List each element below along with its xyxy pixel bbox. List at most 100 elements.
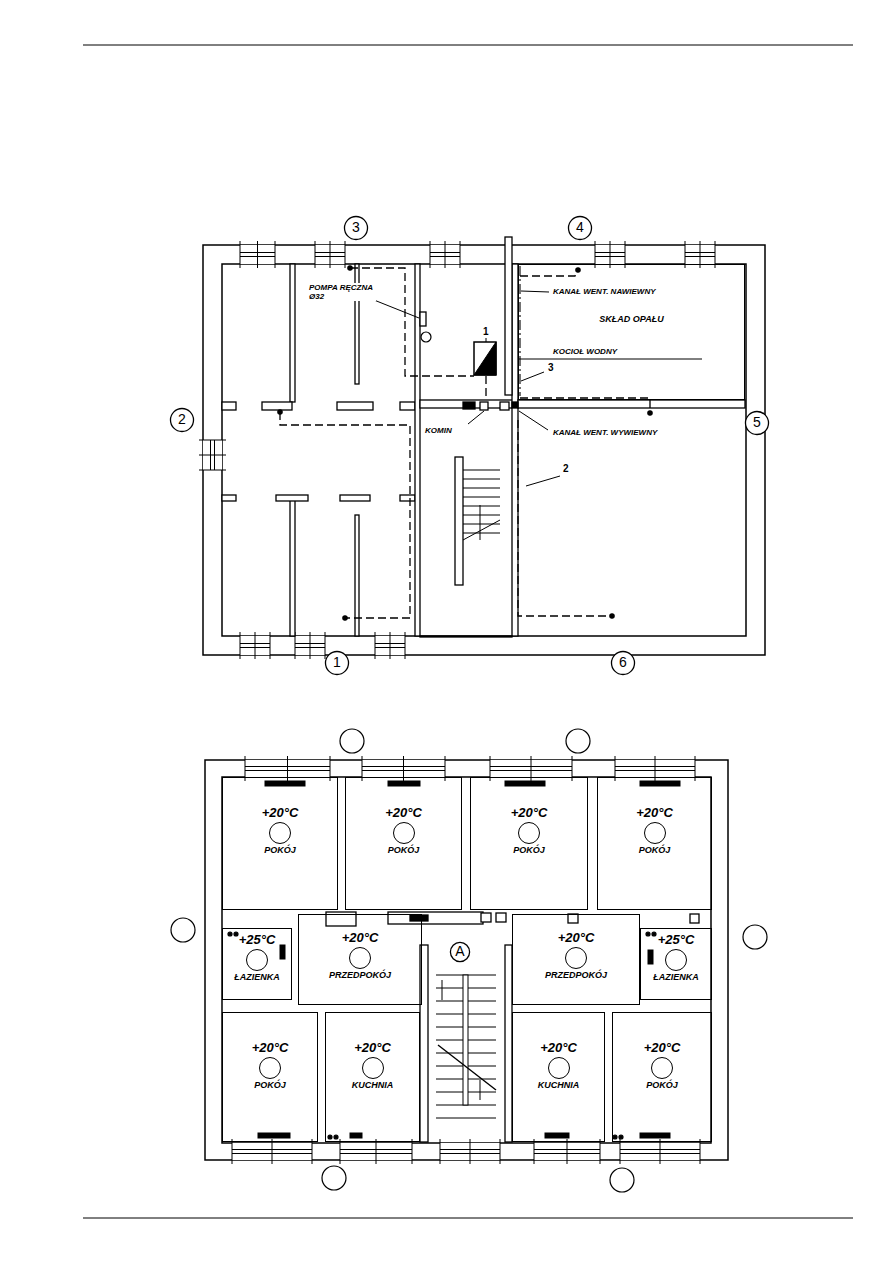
radiator	[640, 1133, 670, 1138]
room: +25°CŁAZIENKA	[222, 928, 292, 1000]
page-rule	[83, 1218, 853, 1219]
axis-circle: 5	[745, 411, 769, 435]
room: +20°CPRZEDPOKÓJ	[512, 914, 640, 1005]
riser-dot	[613, 1135, 617, 1139]
axis-circle: 2	[170, 408, 194, 432]
chimney-flue	[496, 913, 506, 922]
riser-dot	[334, 1135, 338, 1139]
axis-circle	[340, 729, 364, 753]
stair-arrow	[442, 980, 443, 1000]
stair-tread	[463, 488, 500, 489]
room: +20°CPOKÓJ	[222, 1012, 318, 1142]
temperature-label: +20°C	[262, 806, 299, 820]
leader-line	[468, 411, 484, 424]
part-label: KANAŁ WENT. NAWIEWNY	[552, 287, 657, 296]
window-jamb	[534, 1139, 535, 1164]
room: +25°CŁAZIENKA	[640, 928, 712, 1000]
window-jamb	[412, 1139, 413, 1164]
temperature-label: +20°C	[354, 1041, 391, 1055]
room-marker-circle	[651, 1057, 673, 1079]
window-jamb	[240, 241, 241, 268]
interior-wall	[400, 495, 415, 501]
temperature-label: +20°C	[342, 931, 379, 945]
room-marker-circle	[269, 822, 291, 844]
room-marker-circle	[518, 822, 540, 844]
stair-divider	[463, 975, 468, 1105]
interior-wall	[518, 400, 745, 408]
callout-number: 3	[352, 220, 360, 235]
room-marker-circle	[362, 1057, 384, 1079]
axis-circle: A	[450, 942, 470, 962]
room: +20°CPOKÓJ	[597, 777, 712, 910]
callout-number: 2	[178, 412, 186, 427]
room-name: PRZEDPOKÓJ	[329, 971, 391, 981]
interior-wall	[415, 264, 420, 636]
window-mullion	[390, 632, 391, 659]
vent-flue	[690, 914, 699, 923]
riser-dot	[228, 932, 232, 936]
vent-flue	[568, 914, 578, 923]
pipe-end	[348, 266, 352, 270]
riser-dot	[234, 932, 238, 936]
room: SKŁAD OPAŁU	[518, 264, 745, 400]
window-mullion	[445, 241, 446, 268]
stair-tread	[463, 497, 500, 498]
interior-wall	[262, 402, 292, 410]
window-jamb	[270, 632, 271, 659]
axis-circle	[743, 925, 767, 949]
stair-break	[463, 520, 500, 540]
axis-circle: 4	[568, 216, 592, 240]
window-mullion	[330, 241, 331, 268]
stair-arrow	[480, 505, 481, 540]
outer-wall	[205, 760, 728, 1160]
room-marker-circle	[246, 949, 268, 971]
stair-tread	[463, 524, 500, 525]
vent-line	[519, 266, 520, 396]
window-jamb	[430, 241, 431, 268]
window-mullion	[272, 1139, 273, 1164]
interior-wall	[355, 264, 359, 384]
window-jamb	[440, 1139, 441, 1164]
interior-wall	[222, 402, 236, 410]
stair-tread	[463, 533, 500, 534]
room: +20°CKUCHNIA	[512, 1012, 605, 1142]
room-name: POKÓJ	[254, 1081, 286, 1091]
room-marker-circle	[393, 822, 415, 844]
window-mullion	[660, 1139, 661, 1164]
callout-number: 3	[547, 362, 555, 374]
pipe-dashed	[280, 412, 410, 618]
window-jamb	[232, 1139, 233, 1164]
axis-circle	[171, 918, 195, 942]
stair-tread	[463, 506, 500, 507]
outer-wall	[203, 245, 765, 655]
stair-break	[438, 1045, 496, 1090]
axis-circle: 6	[611, 651, 635, 675]
room-name: SKŁAD OPAŁU	[599, 315, 663, 325]
leader-line	[526, 476, 560, 486]
pipe-dashed	[520, 270, 578, 276]
part-label: POMPA RĘCZNA Ø32	[308, 283, 376, 301]
pipe-end	[576, 268, 580, 272]
room-name: KUCHNIA	[538, 1081, 580, 1091]
room-marker-circle	[665, 949, 687, 971]
window-jamb	[340, 1139, 341, 1164]
callout-number: A	[455, 944, 464, 959]
part-label: KOCIOŁ WODNY	[552, 347, 618, 356]
temperature-label: +20°C	[644, 1041, 681, 1055]
leader-line	[521, 291, 549, 292]
axis-circle: 3	[344, 216, 368, 240]
axis-circle: 1	[325, 651, 349, 675]
interior-wall	[337, 402, 373, 410]
callout-number: 1	[482, 326, 490, 338]
radiator	[350, 1133, 362, 1138]
pump-symbol	[421, 332, 431, 342]
stair-tread	[436, 1118, 496, 1119]
circle-outline	[170, 408, 193, 431]
room-name: KUCHNIA	[352, 1081, 394, 1091]
axis-circle	[566, 729, 590, 753]
temperature-label: +25°C	[658, 933, 695, 947]
circle-outline	[325, 651, 348, 674]
radiator	[258, 1133, 290, 1138]
stair-wall	[505, 945, 512, 1142]
room: +20°C KUCHNIA	[325, 1012, 420, 1142]
